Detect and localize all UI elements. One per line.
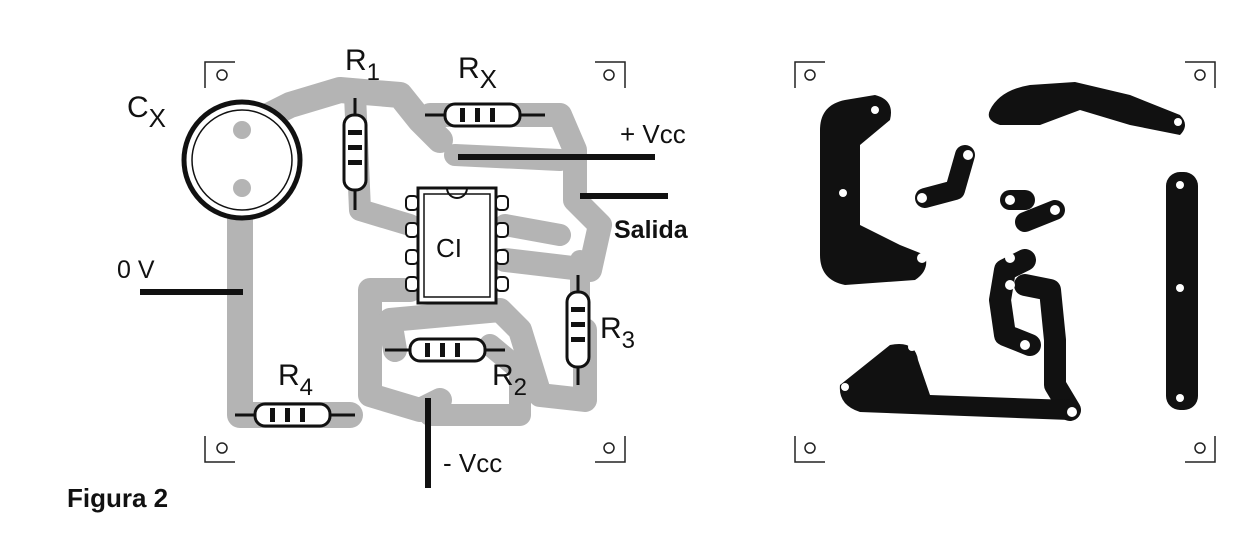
label-r2: R2 bbox=[492, 359, 527, 401]
integrated-circuit bbox=[405, 186, 509, 305]
copper-trace-e bbox=[1014, 274, 1081, 421]
label-cx: CX bbox=[127, 91, 166, 133]
copper-trace-top bbox=[988, 82, 1185, 135]
label-minus-vcc: - Vcc bbox=[443, 448, 502, 478]
copper-pads bbox=[839, 106, 1184, 417]
copper-layout bbox=[794, 61, 1216, 463]
label-r3: R3 bbox=[600, 312, 635, 354]
component-layout: CX R1 RX + Vcc Salida CI 0 V R3 R2 R4 - … bbox=[67, 44, 689, 513]
figure-caption: Figura 2 bbox=[67, 483, 168, 513]
copper-trace-bottom bbox=[839, 344, 1075, 420]
label-ground: 0 V bbox=[117, 256, 155, 284]
copper-trace-d bbox=[989, 249, 1041, 356]
label-rx: RX bbox=[458, 52, 497, 94]
resistor-r2 bbox=[385, 337, 505, 363]
label-ic: CI bbox=[436, 233, 462, 263]
label-output: Salida bbox=[614, 216, 689, 244]
resistor-r3 bbox=[565, 275, 591, 385]
resistor-rx bbox=[425, 102, 545, 128]
copper-trace-left bbox=[820, 95, 927, 285]
label-r1: R1 bbox=[345, 44, 380, 86]
resistor-r1 bbox=[342, 98, 368, 210]
label-plus-vcc: + Vcc bbox=[620, 119, 686, 149]
copper-trace-a bbox=[915, 145, 975, 208]
corner-markers-right bbox=[794, 61, 1216, 463]
corner-markers-left bbox=[204, 61, 626, 463]
resistor-r4 bbox=[235, 402, 355, 428]
copper-trace-b bbox=[1015, 200, 1065, 232]
capacitor-cx bbox=[181, 99, 303, 221]
label-r4: R4 bbox=[278, 359, 313, 401]
